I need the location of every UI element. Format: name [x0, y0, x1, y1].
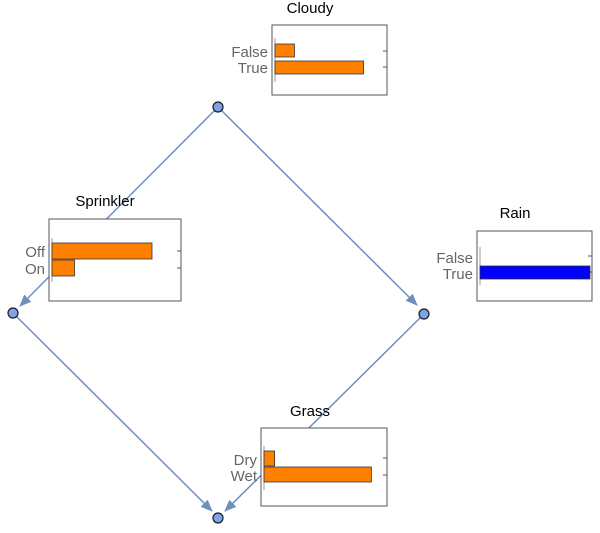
sprinkler-cat-1: On — [25, 261, 45, 278]
sprinkler-panel: Sprinkler Off On — [25, 193, 182, 302]
node-grass[interactable] — [212, 512, 224, 524]
grass-cat-0: Dry — [234, 452, 258, 469]
cloudy-bar-1 — [274, 60, 364, 75]
cloudy-cat-0: False — [231, 44, 268, 61]
sprinkler-bar-1 — [51, 259, 75, 277]
cloudy-cat-1: True — [238, 60, 268, 77]
grass-cat-1: Wet — [231, 468, 258, 485]
grass-title: Grass — [290, 403, 330, 420]
rain-bar-1 — [479, 265, 591, 280]
edge-cloudy-rain — [217, 106, 418, 306]
node-rain[interactable] — [418, 308, 430, 320]
grass-bar-1 — [263, 466, 372, 483]
grass-panel: Grass Dry Wet — [231, 403, 388, 507]
edge-rain-grass — [224, 313, 425, 512]
cloudy-box — [271, 24, 388, 96]
rain-title: Rain — [500, 205, 531, 222]
sprinkler-bar-0 — [51, 242, 153, 260]
cloudy-bar-0 — [274, 43, 295, 58]
sprinkler-box — [48, 218, 182, 302]
sprinkler-title: Sprinkler — [75, 193, 134, 210]
node-sprinkler[interactable] — [7, 307, 19, 319]
grass-bar-0 — [263, 450, 276, 467]
rain-cat-0: False — [436, 250, 473, 267]
rain-panel: Rain False True — [436, 205, 593, 302]
nodes — [7, 101, 430, 524]
edge-sprinkler-grass — [12, 312, 213, 512]
rain-cat-1: True — [443, 266, 473, 283]
cloudy-panel: Cloudy False True — [231, 0, 388, 96]
cloudy-title: Cloudy — [287, 0, 334, 17]
sprinkler-cat-0: Off — [25, 244, 46, 261]
node-cloudy[interactable] — [212, 101, 224, 113]
